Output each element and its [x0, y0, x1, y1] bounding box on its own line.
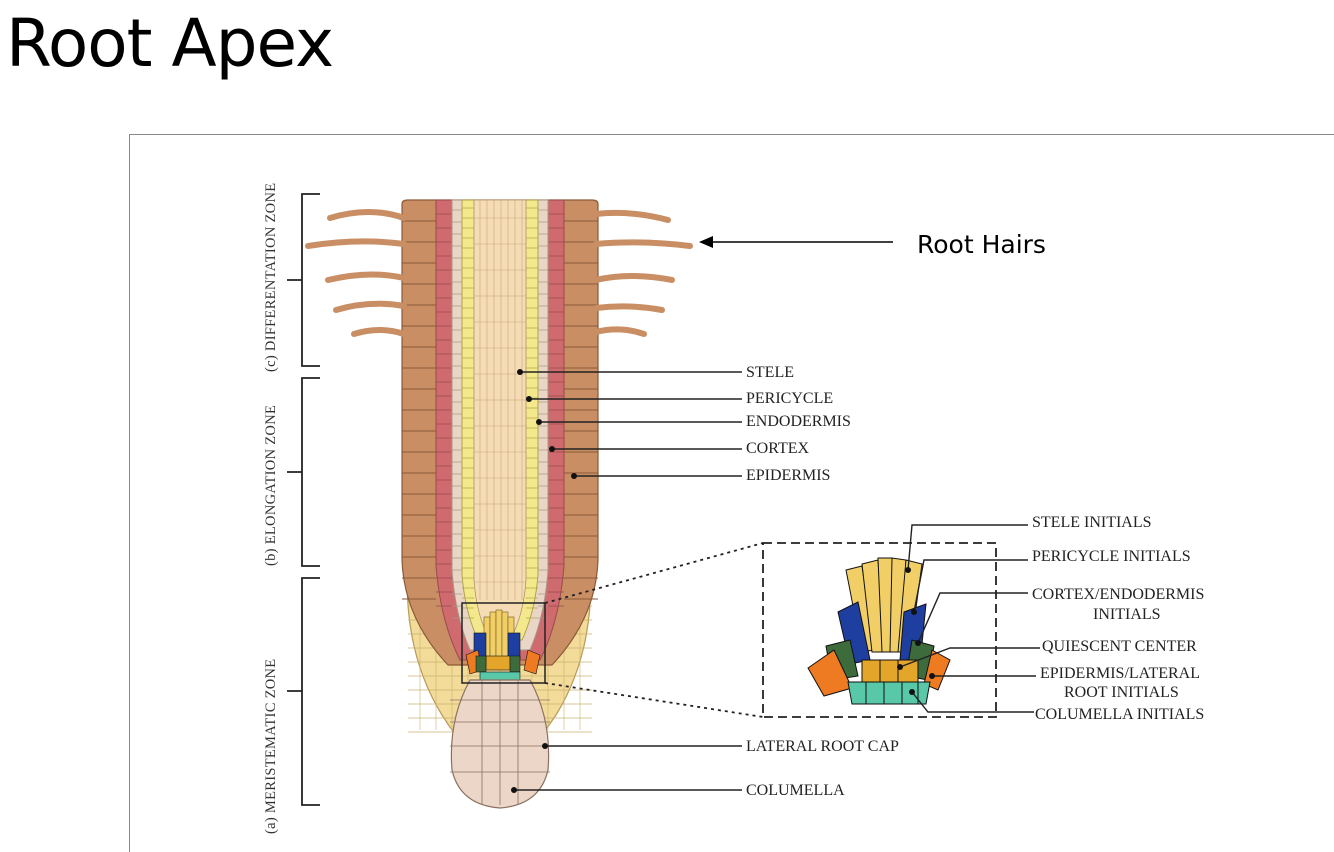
label-epidermis: EPIDERMIS [746, 467, 830, 484]
initials-leaders [897, 524, 1040, 713]
stem-niche-small [465, 609, 541, 683]
label-pericycle-initials: PERICYCLE INITIALS [1032, 548, 1191, 565]
epidermis-cells [402, 220, 598, 600]
zone-brackets [287, 193, 320, 806]
label-cortex-endodermis-initials-2: INITIALS [1093, 606, 1161, 623]
pericycle-cells [462, 207, 538, 619]
root-hairs-arrow-head [699, 236, 713, 248]
zone-label-elongation: (b) ELONGATION ZONE [263, 405, 279, 566]
root-body [401, 199, 599, 666]
stele-layer [473, 199, 527, 633]
label-epidermis-lateral-initials-2: ROOT INITIALS [1064, 684, 1179, 701]
stem-niche-enlarged [807, 557, 951, 705]
label-epidermis-lateral-initials: EPIDERMIS/LATERAL [1040, 665, 1200, 682]
endodermis-cells [452, 209, 548, 619]
label-stele-initials: STELE INITIALS [1032, 514, 1152, 531]
stele-cells [474, 200, 526, 600]
root-hairs-label: Root Hairs [917, 230, 1046, 259]
label-columella: COLUMELLA [746, 782, 845, 799]
label-columella-initials: COLUMELLA INITIALS [1035, 706, 1204, 723]
label-pericycle: PERICYCLE [746, 390, 833, 407]
tissue-leaders [511, 369, 742, 793]
columella-cells [450, 680, 550, 805]
zoom-connector-bottom [544, 682, 764, 718]
figure-frame [129, 134, 1334, 852]
label-quiescent-center: QUIESCENT CENTER [1042, 638, 1197, 655]
cortex-cells [436, 213, 564, 607]
zoom-box-large [762, 542, 997, 718]
label-cortex-endodermis-initials: CORTEX/ENDODERMIS [1032, 586, 1204, 603]
slide-title: Root Apex [6, 5, 334, 82]
zone-label-differentiation: (c) DIFFERENTATION ZONE [263, 183, 279, 372]
label-lateral-root-cap: LATERAL ROOT CAP [746, 738, 899, 755]
zoom-box-small [461, 602, 546, 684]
label-stele: STELE [746, 364, 794, 381]
root-hairs [305, 209, 693, 337]
label-cortex: CORTEX [746, 440, 809, 457]
zone-label-meristematic: (a) MERISTEMATIC ZONE [263, 659, 279, 834]
label-endodermis: ENDODERMIS [746, 413, 851, 430]
zoom-connector-top [544, 542, 764, 604]
